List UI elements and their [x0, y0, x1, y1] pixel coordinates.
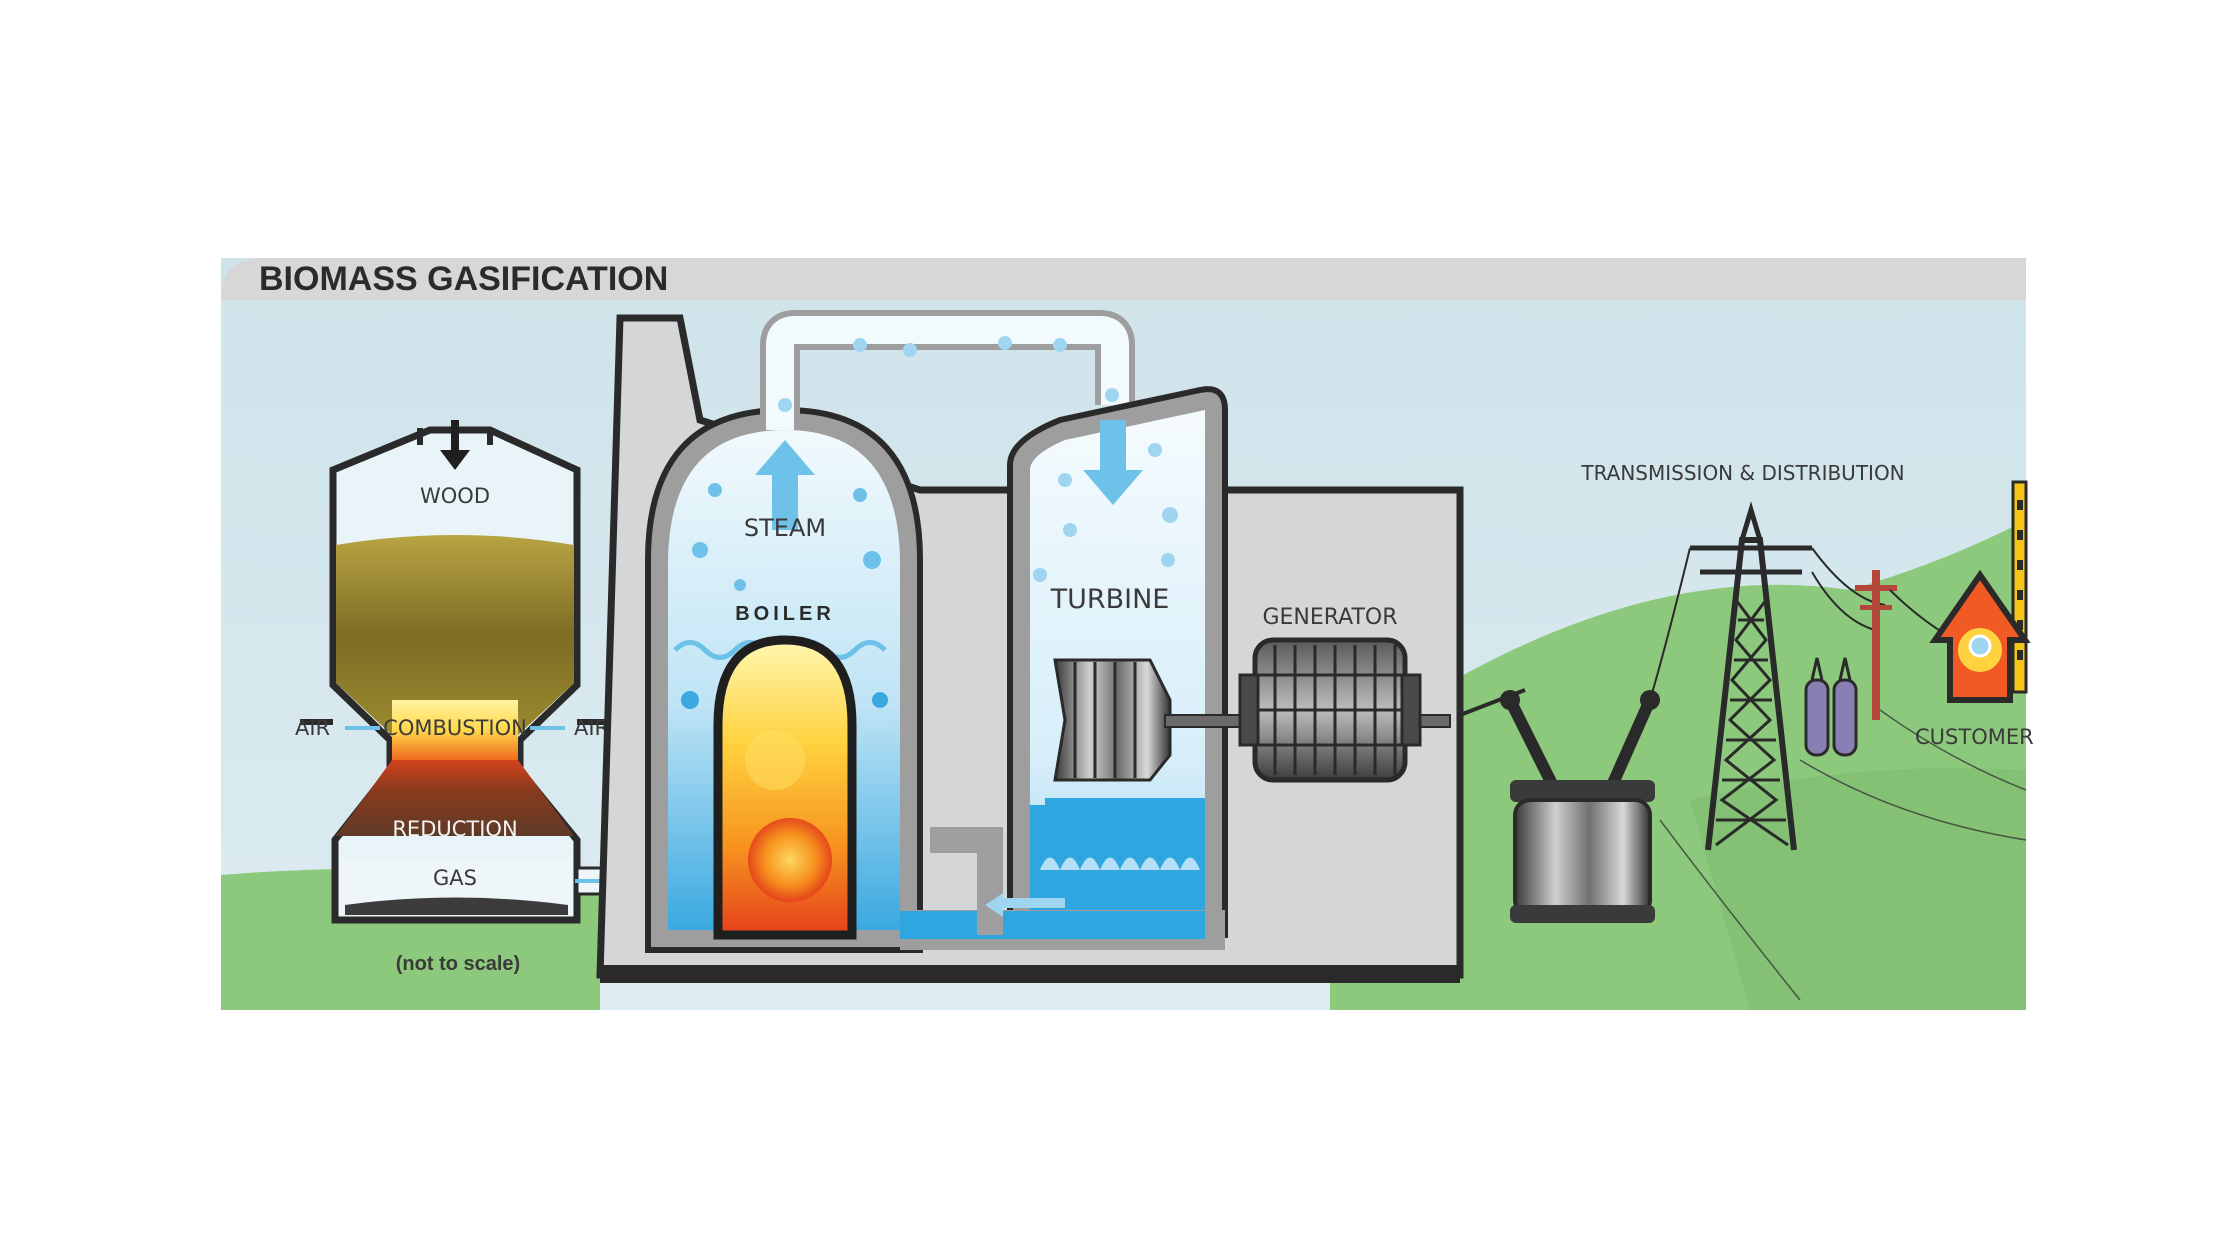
customer-label: CUSTOMER [1915, 725, 2034, 749]
transmission-label: TRANSMISSION & DISTRIBUTION [1580, 461, 1904, 485]
turbine-label: TURBINE [1050, 584, 1170, 615]
steam-pipe [760, 310, 1135, 430]
reduction-label: REDUCTION [392, 817, 517, 841]
pole-transformers [1804, 657, 1858, 757]
steam-down-arrow [1083, 420, 1143, 505]
steam-up-arrow [755, 440, 815, 530]
page-title: BIOMASS GASIFICATION [259, 260, 668, 298]
scale-note: (not to scale) [396, 953, 520, 975]
transmission-tower: TRANSMISSION & DISTRIBUTION [1580, 461, 1905, 851]
air-left-label: AIR [295, 716, 330, 740]
customer-buildings: CUSTOMER [1915, 480, 2034, 749]
turbine-housing: TURBINE [1007, 386, 1228, 938]
air-right-label: AIR [574, 716, 609, 740]
generator-label: GENERATOR [1262, 605, 1397, 630]
generator: GENERATOR [1164, 605, 1451, 783]
boiler-label: BOILER [735, 603, 835, 625]
water-return [900, 827, 1225, 950]
turbine-rotor [1053, 658, 1172, 782]
wood-label: WOOD [420, 484, 490, 508]
gasifier: WOOD AIR AIR COMBUSTION REDUCTION GAS (n… [295, 420, 715, 975]
gas-label: GAS [433, 866, 477, 890]
distribution-wires [1659, 709, 2027, 1001]
boiler-dome: STEAM BOILER [645, 406, 923, 953]
steam-label: STEAM [744, 514, 826, 542]
transformer [1459, 688, 1660, 923]
title-bar: BIOMASS GASIFICATION [221, 258, 2026, 300]
combustion-label: COMBUSTION [383, 716, 527, 740]
